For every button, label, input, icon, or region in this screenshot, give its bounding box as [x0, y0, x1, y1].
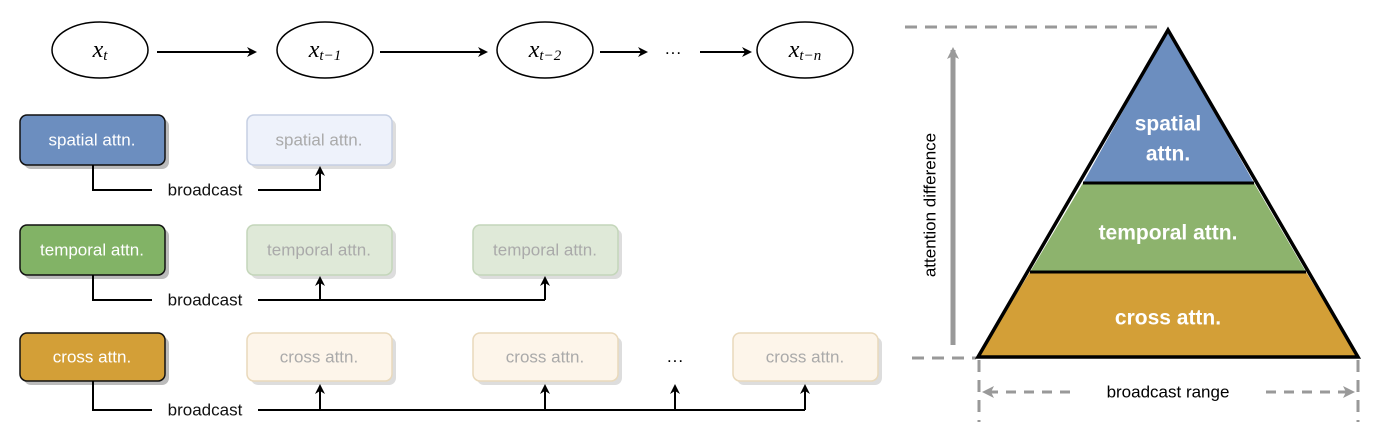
- broadcast-label: broadcast: [168, 401, 243, 420]
- svg-text:xt: xt: [92, 37, 109, 64]
- x-axis-label: broadcast range: [1107, 383, 1230, 402]
- svg-text:temporal attn.: temporal attn.: [267, 241, 371, 260]
- pyramid-layer-spatial: [1083, 30, 1254, 183]
- sequence-node-xt-1: xt−1: [276, 21, 374, 79]
- svg-text:cross attn.: cross attn.: [280, 348, 358, 367]
- svg-text:temporal attn.: temporal attn.: [1099, 222, 1238, 245]
- svg-text:attn.: attn.: [1146, 143, 1190, 166]
- row-spatial: spatial attn. spatial attn. broadcast: [19, 114, 396, 200]
- svg-text:spatial attn.: spatial attn.: [276, 131, 363, 150]
- row-ellipsis: ···: [667, 351, 684, 370]
- sequence-node-xt: xt: [51, 21, 149, 79]
- pyramid-layer-temporal: [1030, 183, 1306, 272]
- broadcast-label: broadcast: [168, 181, 243, 200]
- svg-text:xt−n: xt−n: [788, 37, 821, 64]
- pyramid: attention difference spatial attn. tempo…: [905, 25, 1362, 422]
- sequence-ellipsis: ···: [665, 43, 682, 62]
- broadcast-label: broadcast: [168, 291, 243, 310]
- svg-text:temporal attn.: temporal attn.: [40, 241, 144, 260]
- sequence-node-xt-2: xt−2: [496, 21, 594, 79]
- svg-text:temporal attn.: temporal attn.: [493, 241, 597, 260]
- pyramid-layer-cross: [978, 272, 1358, 357]
- svg-text:cross attn.: cross attn.: [1115, 307, 1221, 330]
- sequence-node-xt-n: xt−n: [756, 21, 854, 79]
- svg-text:cross attn.: cross attn.: [766, 348, 844, 367]
- svg-text:xt−1: xt−1: [308, 37, 341, 64]
- spatial-attn-faded-box: [246, 114, 393, 166]
- svg-text:spatial: spatial: [1135, 113, 1202, 136]
- svg-text:spatial attn.: spatial attn.: [49, 131, 136, 150]
- row-temporal: temporal attn. temporal attn. temporal a…: [19, 224, 622, 310]
- y-axis-label: attention difference: [921, 133, 940, 277]
- svg-text:cross attn.: cross attn.: [506, 348, 584, 367]
- svg-text:cross attn.: cross attn.: [53, 348, 131, 367]
- row-cross: cross attn. cross attn. cross attn. cros…: [19, 332, 882, 420]
- svg-text:xt−2: xt−2: [528, 37, 562, 64]
